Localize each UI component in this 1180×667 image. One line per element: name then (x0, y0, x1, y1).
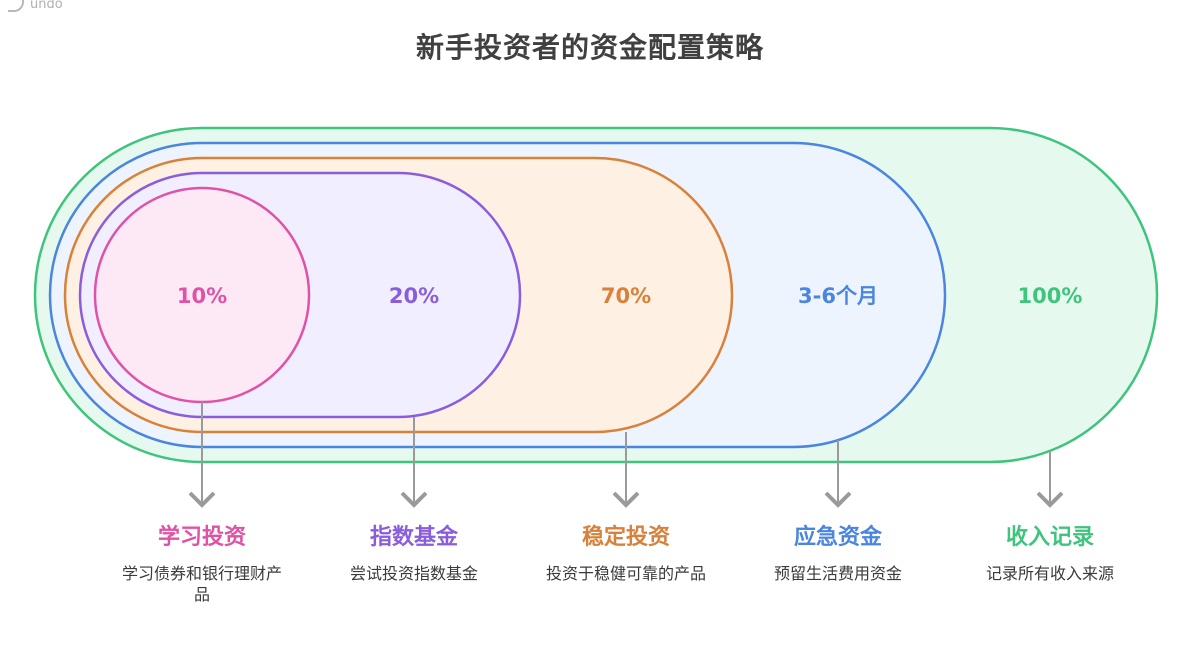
page-title: 新手投资者的资金配置策略 (415, 31, 764, 64)
item-index-title: 指数基金 (369, 525, 458, 550)
layer-reserve-value: 3-6个月 (798, 284, 878, 308)
item-income-title: 收入记录 (1005, 525, 1094, 550)
item-stable: 稳定投资 投资于稳健可靠的产品 (526, 523, 726, 584)
logo-icon (8, 0, 24, 12)
item-learn-desc: 学习债券和银行理财产品 (121, 564, 282, 604)
layer-learn-value: 10% (177, 284, 227, 308)
layer-income-value: 100% (1018, 284, 1083, 308)
item-index: 指数基金 尝试投资指数基金 (314, 523, 514, 584)
item-learn-title: 学习投资 (157, 525, 246, 550)
item-reserve-title: 应急资金 (793, 525, 882, 550)
logo-text: undo (30, 0, 63, 12)
item-income: 收入记录 记录所有收入来源 (950, 523, 1150, 584)
item-reserve: 应急资金 预留生活费用资金 (738, 523, 938, 584)
item-income-desc: 记录所有收入来源 (985, 564, 1114, 583)
item-stable-desc: 投资于稳健可靠的产品 (545, 564, 706, 583)
layer-index-value: 20% (389, 284, 439, 308)
item-index-desc: 尝试投资指数基金 (349, 564, 478, 583)
item-learn: 学习投资 学习债券和银行理财产品 (102, 523, 302, 605)
layer-stable-value: 70% (601, 284, 651, 308)
item-reserve-desc: 预留生活费用资金 (773, 564, 902, 583)
item-stable-title: 稳定投资 (581, 525, 670, 550)
logo: undo (8, 0, 63, 12)
